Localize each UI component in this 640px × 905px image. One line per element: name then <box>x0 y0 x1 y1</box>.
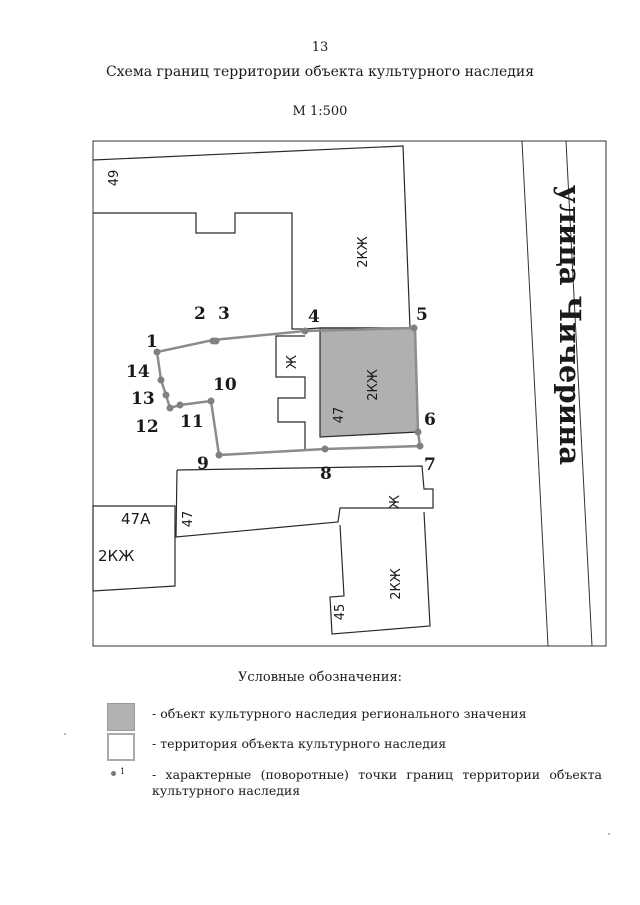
street-edge-left <box>521 140 549 647</box>
point-label-13: 13 <box>131 389 155 409</box>
building-49-outline <box>92 145 411 330</box>
building-type-kzh-top: 2КЖ <box>356 236 371 268</box>
boundary-point-1 <box>153 348 161 356</box>
point-label-6: 6 <box>424 410 436 430</box>
building-number-49: 49 <box>107 170 122 187</box>
building-number-47-lower: 47 <box>181 511 196 528</box>
building-number-47a: 47А <box>121 510 151 528</box>
legend-object-label: - объект культурного наследия региональн… <box>152 706 527 721</box>
boundary-point-5 <box>410 324 418 332</box>
point-label-14: 14 <box>126 362 150 382</box>
boundary-point-10 <box>207 397 215 405</box>
point-label-12: 12 <box>135 417 159 437</box>
scan-speck <box>64 733 66 735</box>
point-label-10: 10 <box>213 375 237 395</box>
building-45-outline <box>329 511 431 635</box>
building-47-outline <box>175 465 434 538</box>
legend-territory-swatch <box>107 733 135 761</box>
boundary-point-7 <box>416 442 424 450</box>
page-number: 13 <box>311 40 329 55</box>
point-label-5: 5 <box>416 305 428 325</box>
boundary-point-4 <box>301 327 309 335</box>
legend-point-marker-label: 1 <box>120 767 126 776</box>
boundary-point-12 <box>166 404 174 412</box>
building-type-kzh-47a: 2КЖ <box>98 547 134 565</box>
building-type-zh-lower: Ж <box>388 495 403 509</box>
point-label-7: 7 <box>424 455 436 475</box>
page-title: Схема границ территории объекта культурн… <box>105 64 535 80</box>
building-47a-outline <box>92 505 176 592</box>
point-label-1: 1 <box>146 332 158 352</box>
boundary-points <box>153 324 424 459</box>
building-number-45: 45 <box>333 604 348 621</box>
building-number-47-object: 47 <box>332 407 347 424</box>
street-edge-right <box>565 140 593 647</box>
legend-points-label-line1: - характерные (поворотные) точки границ … <box>152 767 602 782</box>
building-zh-outline <box>275 335 306 450</box>
legend-point-marker <box>111 771 116 776</box>
legend-points-label-line2: культурного наследия <box>152 783 301 798</box>
point-label-9: 9 <box>197 454 209 474</box>
boundary-point-6 <box>414 428 422 436</box>
boundary-point-3 <box>212 337 220 345</box>
boundary-point-14 <box>157 376 165 384</box>
point-label-8: 8 <box>320 464 332 484</box>
legend-title: Условные обозначения: <box>237 670 403 685</box>
legend-territory-label: - территория объекта культурного наследи… <box>152 736 447 751</box>
point-label-4: 4 <box>308 307 320 327</box>
boundary-point-13 <box>162 391 170 399</box>
point-label-11: 11 <box>180 412 204 432</box>
building-type-zh-small: Ж <box>285 355 300 369</box>
boundary-point-8 <box>321 445 329 453</box>
boundary-point-9 <box>215 451 223 459</box>
building-type-kzh-45: 2КЖ <box>389 568 404 600</box>
map-frame <box>92 140 607 647</box>
legend-object-swatch <box>107 703 135 731</box>
street-name: улица Чичерина <box>553 185 587 466</box>
building-type-kzh-object: 2КЖ <box>366 369 381 401</box>
point-label-2: 2 <box>194 304 206 324</box>
scan-speck <box>608 833 610 835</box>
point-label-3: 3 <box>218 304 230 324</box>
boundary-point-11 <box>176 401 184 409</box>
site-plan-map: 1 2 3 4 5 6 7 8 9 10 11 12 13 14 49 2КЖ … <box>92 140 607 647</box>
scale-label: М 1:500 <box>292 104 348 119</box>
